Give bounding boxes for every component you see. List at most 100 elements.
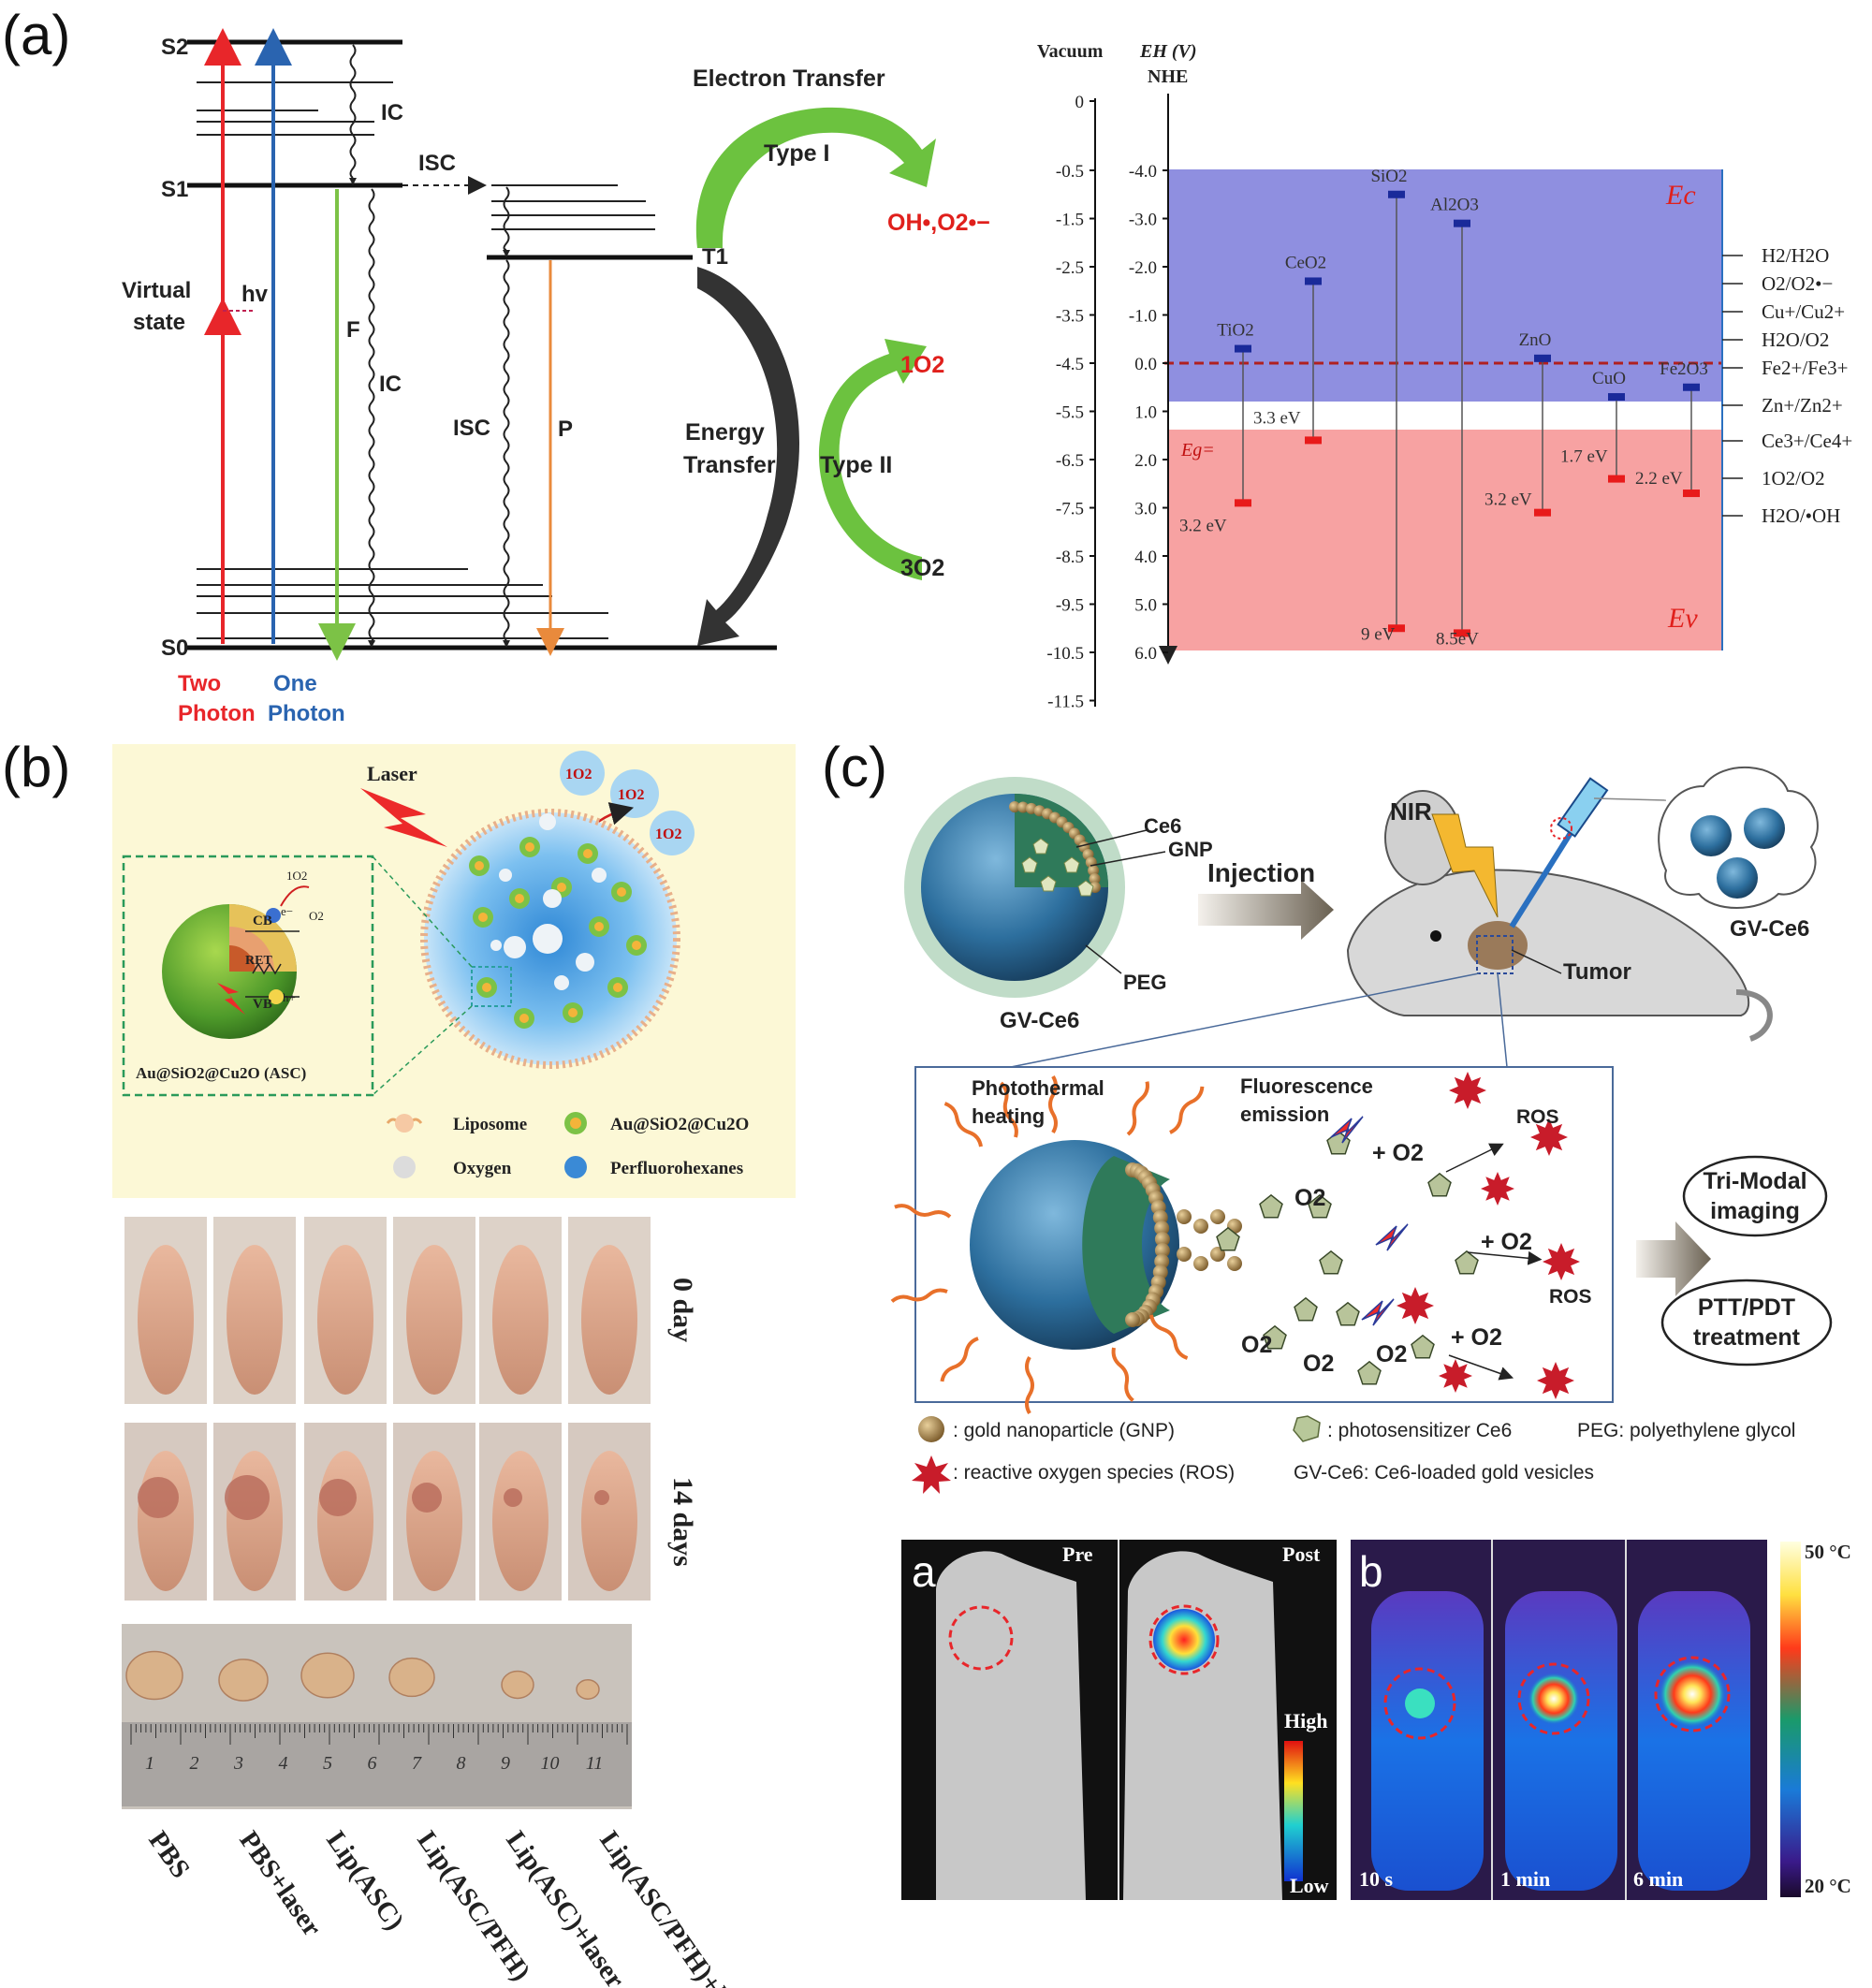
- ic-bottom-arrowhead: [368, 640, 375, 648]
- mouse-tumor: [138, 1477, 179, 1518]
- legend-gv: GV-Ce6: Ce6-loaded gold vesicles: [1294, 1462, 1594, 1484]
- ros-icon: [1537, 1362, 1574, 1399]
- fluorescence-bolt-icon: [1375, 1223, 1409, 1251]
- imaging-b-label: b: [1359, 1547, 1383, 1596]
- excised-tumor: [576, 1679, 600, 1700]
- asc-conversion-arrow: [280, 885, 310, 907]
- s2-label: S2: [161, 35, 188, 60]
- mouse-body-shape: [138, 1451, 194, 1591]
- material-vb-marker: [1305, 436, 1322, 445]
- material-gap-label: 9 eV: [1361, 624, 1396, 644]
- time-1min-label: 1 min: [1500, 1867, 1550, 1891]
- hole-icon: [269, 989, 284, 1004]
- ret-wave: [252, 962, 282, 975]
- oxygen-bubble-icon: [539, 813, 556, 830]
- ros-icon: [1543, 1243, 1580, 1280]
- two-photon-label-2: Photon: [178, 701, 256, 726]
- nhe-tick-label: 5.0: [1134, 596, 1157, 616]
- pre-label: Pre: [1062, 1542, 1093, 1566]
- oxygen-bubble-icon: [533, 924, 563, 954]
- legend-oxygen-icon: [393, 1156, 416, 1178]
- ros-icon: [1530, 1118, 1568, 1156]
- time-6min-label: 6 min: [1633, 1867, 1683, 1891]
- type1-arrow: [695, 107, 936, 248]
- ce6-molecule-icon: [1411, 1334, 1435, 1359]
- ce6-molecule-icon: [1319, 1250, 1343, 1275]
- material-cb-marker: [1454, 219, 1470, 227]
- vacuum-header: Vacuum: [1037, 41, 1104, 62]
- isc-top-label: ISC: [418, 151, 456, 176]
- cloud-vesicle-2: [1744, 808, 1785, 849]
- nir-bolt-icon: [1431, 813, 1499, 918]
- s1-label: S1: [161, 177, 188, 202]
- gold-bead: [1193, 1219, 1208, 1234]
- band-alignment-chart: Vacuum EH (V) NHE 0-0.5-1.5-2.5-3.5-4.5-…: [1037, 41, 1852, 712]
- nhe-header: NHE: [1148, 66, 1188, 87]
- p-label: P: [558, 417, 573, 442]
- legend-asc: Au@SiO2@Cu2O: [610, 1115, 749, 1134]
- triplet-oxygen-label: 3O2: [900, 555, 944, 581]
- ros-icon: [1449, 1072, 1486, 1109]
- asc-particle-core-icon: [568, 1008, 578, 1017]
- oxygen-bubble-icon: [490, 940, 502, 951]
- ptt-label-2: treatment: [1693, 1324, 1801, 1351]
- ce6-molecule-icon: [1040, 875, 1057, 892]
- panel-a: (a) S2 S1 S0 T1: [2, 4, 1852, 726]
- tumor-blob: [1468, 921, 1528, 970]
- ic-mid-label: IC: [379, 372, 402, 397]
- vacuum-tick-label: -10.5: [1046, 644, 1084, 664]
- oxygen-bubble-icon: [576, 953, 594, 972]
- temp-min-label: 20 °C: [1805, 1875, 1851, 1897]
- mechanism-zoom-line-right: [1497, 972, 1508, 1068]
- redox-label: H2O/O2: [1762, 329, 1829, 351]
- vacuum-tick-label: -5.5: [1056, 403, 1084, 423]
- asc-particle-core-icon: [525, 842, 534, 852]
- liposome-contents: [469, 813, 647, 1029]
- mouse-tumor: [594, 1490, 609, 1505]
- material-cb-marker: [1388, 190, 1405, 198]
- virtual-state-label-2: state: [133, 310, 185, 335]
- legend-peg: PEG: polyethylene glycol: [1577, 1420, 1795, 1441]
- energy-transfer-label-1: Energy: [685, 419, 765, 446]
- isc-wavy: [503, 186, 510, 251]
- legend-gnp-icon: [918, 1416, 944, 1442]
- mouse-cartoon: NIR Tumor GV-Ce6: [1346, 767, 1819, 1042]
- redox-label: 1O2/O2: [1762, 467, 1825, 490]
- vacuum-tick-label: -2.5: [1056, 258, 1084, 278]
- band-gap-region: [1168, 402, 1722, 430]
- group-label: PBS: [142, 1826, 196, 1884]
- panel-c-label: (c): [822, 736, 887, 798]
- t1-arrowhead: [503, 640, 510, 648]
- injection-arrow: [1198, 880, 1334, 940]
- heat-wave: [940, 1337, 979, 1382]
- vacuum-tick-label: -6.5: [1056, 451, 1084, 471]
- gold-bead: [1016, 801, 1029, 813]
- ce6-molecule-icon: [1259, 1193, 1283, 1219]
- eh-header: EH (V): [1139, 41, 1197, 62]
- s0-label: S0: [161, 636, 188, 661]
- row-label-14-days: 14 days: [667, 1477, 698, 1567]
- asc-particle-core-icon: [475, 861, 484, 870]
- burst-3-icon: [650, 811, 695, 855]
- tumor-zoom-box: [1476, 935, 1514, 974]
- material-vb-marker: [1235, 499, 1251, 507]
- heat-wave: [894, 1204, 952, 1219]
- asc-particle-core-icon: [613, 983, 622, 992]
- f-label: F: [346, 317, 360, 343]
- cloud-pointer: [1593, 797, 1667, 801]
- vacuum-tick-label: -9.5: [1056, 596, 1084, 616]
- ruler-number: 8: [457, 1753, 466, 1774]
- material-gap-label: 3.2 eV: [1484, 490, 1532, 510]
- burst-1-label: 1O2: [565, 767, 592, 782]
- nhe-ticks: -4.0-3.0-2.0-1.00.01.02.03.04.05.06.0: [1129, 162, 1168, 664]
- legend-gnp: : gold nanoparticle (GNP): [953, 1420, 1175, 1441]
- singlet-oxygen-bursts: 1O2 1O2 1O2: [560, 751, 695, 855]
- asc-oxygen-label: O2: [309, 909, 324, 923]
- nhe-tick-label: -4.0: [1129, 162, 1157, 182]
- asc-particle-core-icon: [515, 894, 524, 903]
- ros-icon: [1481, 1172, 1514, 1206]
- material-name: Al2O3: [1430, 196, 1479, 215]
